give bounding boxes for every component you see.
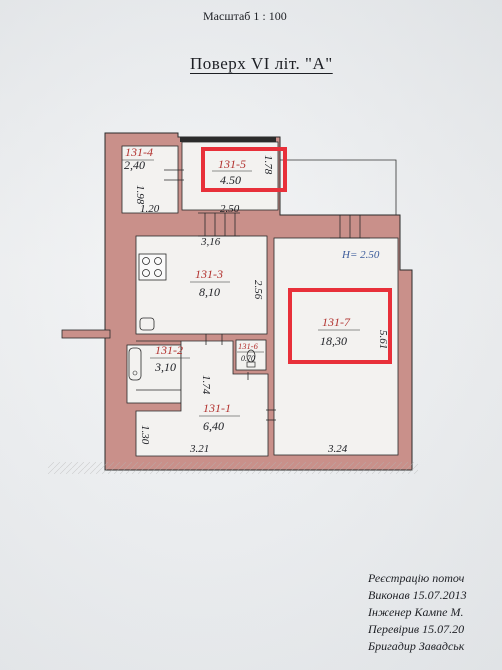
room-131-4-id: 131-4 — [125, 145, 153, 159]
footer-line: Інженер Кампе М. — [368, 605, 464, 619]
sink-icon — [139, 317, 155, 331]
room-131-7-id: 131-7 — [322, 315, 351, 329]
dim-1-78: 1.78 — [262, 155, 274, 175]
dim-1-20: 1.20 — [140, 203, 160, 215]
room-131-2-area: 3,10 — [154, 360, 176, 374]
footer-notes: Реєстрацію поточ Виконав 15.07.2013 Інже… — [368, 570, 467, 655]
stove-icon — [138, 253, 167, 281]
dim-3-16: 3,16 — [200, 236, 221, 248]
room-131-6-area: 0.70 — [241, 354, 255, 363]
floor-title: Поверх VI літ. "А" — [190, 54, 333, 73]
bathtub-icon — [128, 347, 142, 381]
dim-5-61: 5.61 — [377, 330, 389, 349]
dim-2-56: 2.56 — [252, 280, 264, 300]
dim-3-21: 3.21 — [189, 443, 209, 455]
dim-1-98: 1.98 — [134, 185, 146, 205]
toilet-icon — [246, 349, 256, 368]
room-131-6-id: 131-6 — [238, 341, 259, 351]
room-131-7-area: 18,30 — [320, 334, 347, 348]
highlight-box-131-5 — [201, 147, 287, 192]
footer-line: Реєстрацію поточ — [368, 571, 465, 585]
room-131-5-area: 4.50 — [220, 173, 241, 187]
room-131-1-area: 6,40 — [203, 419, 224, 433]
room-131-3-area: 8,10 — [199, 285, 220, 299]
scale-label: Масштаб 1 : 100 — [203, 9, 287, 23]
footer-line: Перевірив 15.07.20 — [368, 622, 465, 636]
dim-3-24: 3.24 — [327, 443, 348, 455]
room-131-3-id: 131-3 — [195, 267, 223, 281]
room-131-1-id: 131-1 — [203, 401, 231, 415]
room-131-2-id: 131-2 — [155, 343, 183, 357]
walls — [48, 132, 418, 474]
dim-1-30: 1.30 — [139, 425, 151, 445]
dim-2-50: 2.50 — [220, 203, 240, 215]
footer-line: Виконав 15.07.2013 — [368, 588, 467, 602]
room-131-5-id: 131-5 — [218, 157, 246, 171]
door-marks — [136, 169, 370, 421]
ceiling-height-label: H= 2.50 — [341, 249, 380, 261]
highlight-box-131-7 — [288, 288, 392, 364]
room-131-4-area: 2,40 — [124, 158, 145, 172]
dim-1-74: 1.74 — [200, 375, 212, 395]
footer-line: Бригадир Завадськ — [368, 639, 465, 653]
